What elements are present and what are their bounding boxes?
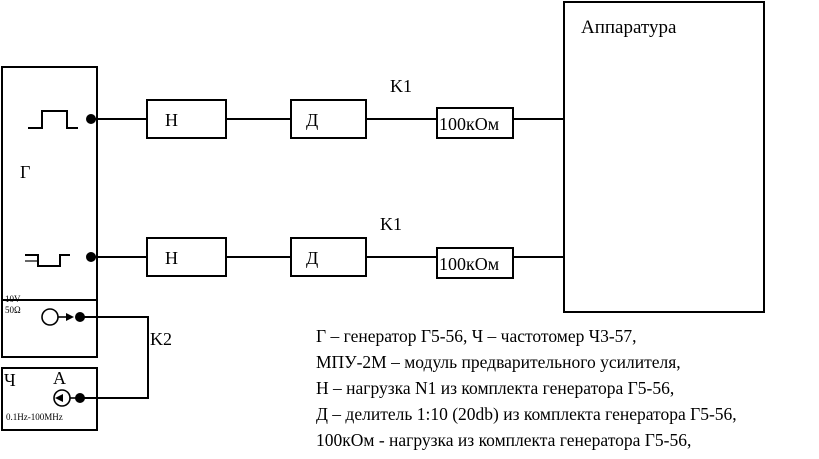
resistor-block-top [436, 107, 514, 139]
load-label-bottom: Н [165, 248, 178, 268]
pulse-positive-icon [28, 110, 78, 129]
terminal-dot-bottom [86, 252, 96, 262]
wire-k2 [80, 316, 149, 399]
divider-label-top: Д [306, 110, 318, 130]
generator-label: Г [20, 162, 30, 182]
counter-label: Ч [4, 370, 16, 390]
generator-block [1, 66, 98, 358]
output-arrow-icon [66, 313, 74, 321]
divider-block-top [290, 99, 367, 139]
load-label-top: Н [165, 110, 178, 130]
generator-impedance-label: 50Ω [5, 305, 21, 315]
legend-line-1: Г – генератор Г5-56, Ч – частотомер Ч3-5… [316, 326, 637, 346]
divider-label-bottom: Д [306, 248, 318, 268]
load-block-bottom [146, 237, 227, 277]
generator-voltage-label: 10V [5, 294, 21, 304]
resistor-block-bottom [436, 247, 514, 279]
input-arrow-icon [55, 394, 63, 402]
apparatus-label: Аппаратура [581, 17, 677, 38]
generator-output-icon [41, 308, 59, 326]
legend-line-2: МПУ-2М – модуль предварительного усилите… [316, 352, 681, 372]
terminal-dot-top [86, 114, 96, 124]
load-block-top [146, 99, 227, 139]
cable-label-top: K1 [390, 76, 412, 96]
legend-line-4: Д – делитель 1:10 (20db) из комплекта ге… [316, 404, 737, 424]
resistor-label-top: 100кОм [439, 114, 499, 134]
counter-range-label: 0.1Hz-100MHz [6, 412, 63, 422]
resistor-label-bottom: 100кОм [439, 254, 499, 274]
cable-label-k2: K2 [150, 329, 172, 349]
terminal-dot-counter-input [75, 393, 85, 403]
apparatus-block [563, 1, 765, 313]
terminal-dot-generator-output [75, 312, 85, 322]
pulse-negative-icon [25, 254, 70, 267]
counter-input-label: A [53, 368, 66, 388]
divider-block-bottom [290, 237, 367, 277]
legend-line-5: 100кОм - нагрузка из комплекта генератор… [316, 430, 691, 450]
cable-label-bottom: K1 [380, 214, 402, 234]
legend-line-3: Н – нагрузка N1 из комплекта генератора … [316, 378, 674, 398]
